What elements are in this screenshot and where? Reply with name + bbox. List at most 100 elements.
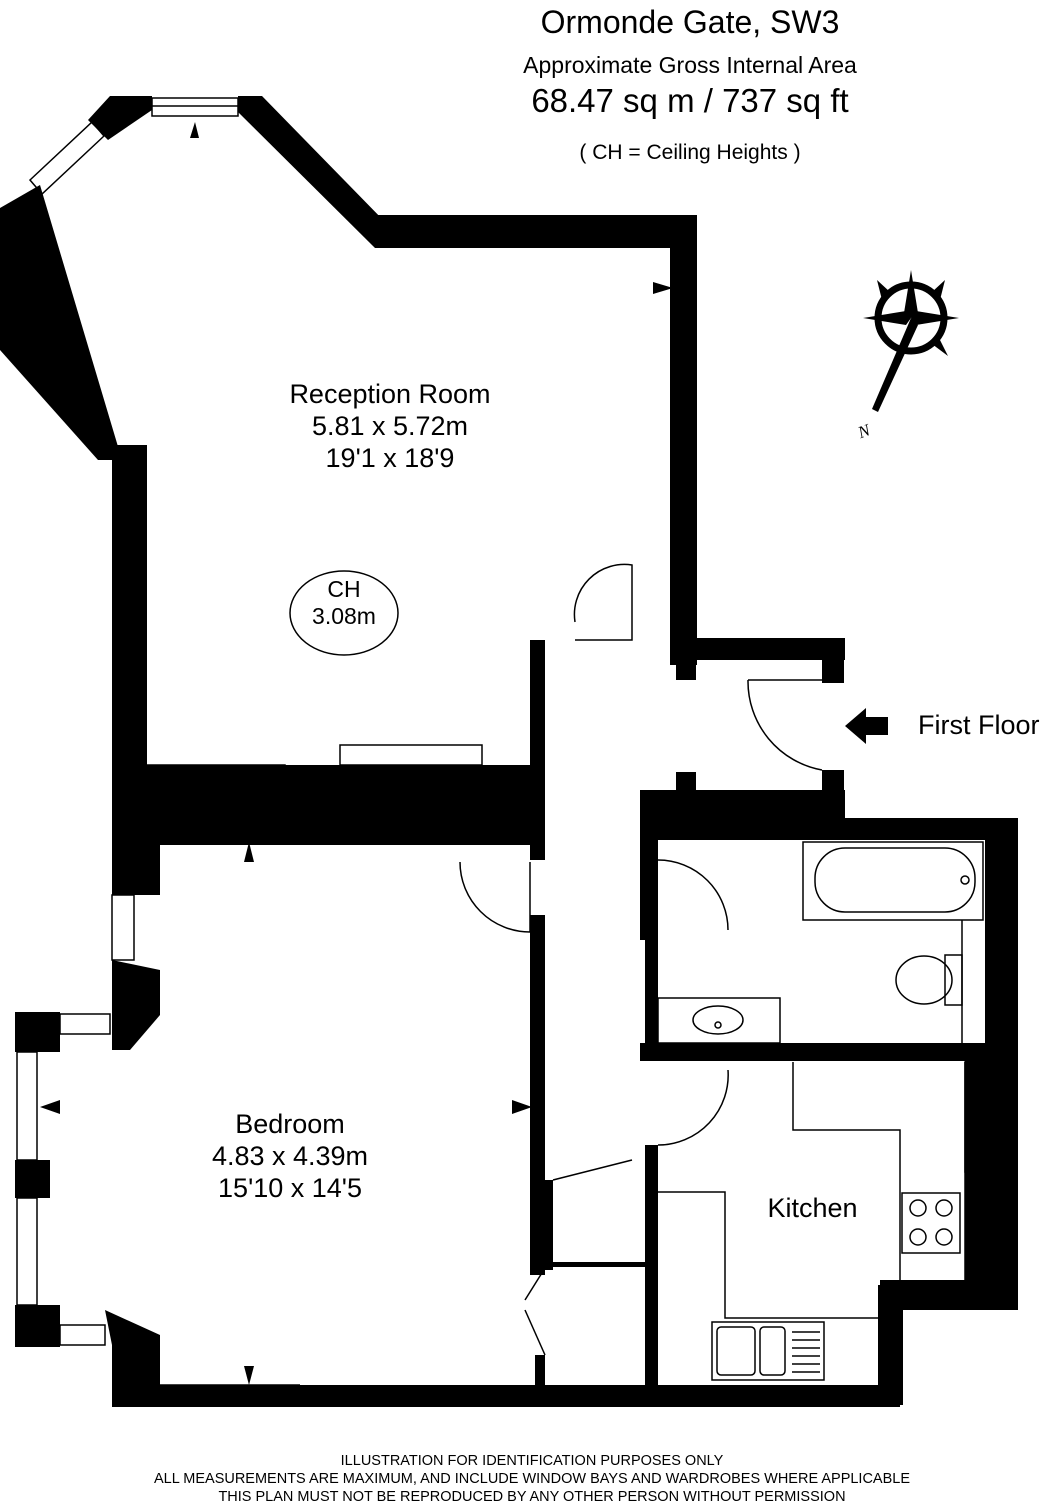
kitchen-door-swing [657, 1069, 729, 1146]
toilet-bowl [895, 955, 953, 1005]
ceiling-height-value: 3.08m [312, 603, 376, 629]
bedroom-door-swing [459, 861, 531, 933]
reception-room-imperial: 19'1 x 18'9 [325, 443, 455, 473]
cupboard-north-wall [545, 1262, 645, 1267]
reception-window-side [119, 619, 146, 701]
bedroom-label: Bedroom 4.83 x 4.39m 15'10 x 14'5 [140, 1108, 440, 1204]
bedroom-bay-window-lower [16, 1197, 38, 1306]
hob-ring-2 [935, 1199, 953, 1217]
window-arrow-west [25, 282, 45, 294]
bedroom-imperial: 15'10 x 14'5 [218, 1173, 362, 1203]
sink-bowl-right [759, 1326, 786, 1376]
kitchen-southeast-wall [878, 1285, 903, 1405]
sink-bowl-left [716, 1326, 756, 1376]
bedroom-name: Bedroom [235, 1109, 345, 1139]
reception-bay-wall-northwest [0, 185, 122, 460]
entrance-south-return [822, 770, 844, 820]
bedroom-bay-wall-mid [15, 1160, 50, 1198]
entrance-arrow-icon [845, 708, 888, 744]
reception-bay-wall-north [88, 96, 152, 140]
kitchen-name: Kitchen [767, 1193, 858, 1223]
entrance-jamb-south [676, 772, 696, 802]
bathroom-north-wall [640, 818, 1018, 840]
reception-window-northwest [28, 120, 106, 196]
sink-unit [711, 1321, 825, 1381]
kitchen-west-wall [645, 1145, 658, 1405]
window-arrow-bedroom-north [244, 842, 254, 862]
entrance-north-wall [670, 638, 845, 660]
bath [802, 841, 984, 921]
kitchen-worktop-rear [792, 1062, 966, 1286]
bathroom-west-wall [645, 930, 658, 1060]
entrance-door-swing [747, 679, 823, 771]
bedroom-bay-window-north [59, 1013, 111, 1035]
window-arrow-bedroom-south [244, 1366, 254, 1385]
cupboard-door [552, 1159, 633, 1181]
kitchen-east-wall [880, 1058, 1018, 1310]
wardrobe-divider-wall [535, 1355, 545, 1405]
core-west-wall [640, 840, 658, 940]
ceiling-height-label: CH 3.08m [290, 576, 398, 630]
kitchen-label: Kitchen [740, 1192, 885, 1224]
entrance-label: First Floor [918, 710, 1040, 740]
entrance-north-return [822, 638, 844, 683]
bath-inner [814, 847, 976, 913]
ceiling-height-note: ( CH = Ceiling Heights ) [579, 141, 801, 164]
window-arrow-east [653, 282, 673, 294]
window-arrow-north [190, 122, 199, 138]
bedroom-southwest-wall [105, 1310, 160, 1405]
reception-fireplace [339, 744, 483, 766]
fridge [964, 1061, 996, 1173]
reception-room-metric: 5.81 x 5.72m [311, 411, 469, 441]
property-address: Ormonde Gate, SW3 [540, 4, 840, 40]
window-arrows [25, 122, 888, 1385]
bedroom-bay-wall-north [15, 1012, 60, 1052]
interior-outlines [1, 97, 996, 1386]
basin-tap [714, 1021, 722, 1029]
disclaimer-line-3: THIS PLAN MUST NOT BE REPRODUCED BY ANY … [218, 1489, 846, 1505]
entrance-jamb-north [676, 655, 696, 680]
reception-north-wall [375, 215, 697, 248]
bedroom-metric: 4.83 x 4.39m [211, 1141, 369, 1171]
bedroom-west-wall-pier [112, 960, 160, 1050]
bathroom-door-swing [657, 859, 729, 931]
entrance-south-wall [640, 790, 845, 820]
disclaimer: ILLUSTRATION FOR IDENTIFICATION PURPOSES… [0, 1452, 1064, 1506]
cupboard-west-wall [545, 1180, 553, 1270]
disclaimer-line-1: ILLUSTRATION FOR IDENTIFICATION PURPOSES… [340, 1453, 724, 1469]
disclaimer-line-2: ALL MEASUREMENTS ARE MAXIMUM, AND INCLUD… [153, 1471, 911, 1487]
reception-window-south [146, 764, 286, 788]
sink-drainer [792, 1331, 820, 1373]
bathroom-kitchen-divider-wall [640, 1043, 1018, 1061]
reception-window-west [1, 244, 23, 331]
hob-ring-4 [935, 1228, 953, 1246]
window-arrow-south [190, 770, 199, 787]
window-arrow-bedroom-east [512, 1100, 532, 1114]
reception-room-label: Reception Room 5.81 x 5.72m 19'1 x 18'9 [240, 378, 540, 474]
kitchen-worktop-front [658, 1191, 878, 1319]
vanity-unit [657, 997, 781, 1044]
reception-door-swing [573, 563, 633, 641]
window-arrow-bedroom-west [40, 1100, 60, 1114]
walls [0, 96, 1018, 1407]
ceiling-height-code: CH [327, 576, 361, 602]
area-label: Approximate Gross Internal Area [523, 52, 857, 78]
bedroom-window-west [111, 894, 135, 961]
hob [901, 1192, 961, 1254]
corridor-window [532, 659, 544, 746]
reception-east-wall [670, 215, 697, 665]
hob-ring-3 [909, 1228, 927, 1246]
bedroom-south-wall [112, 1385, 900, 1407]
reception-window-north [151, 97, 239, 117]
bedroom-bay-window-south [59, 1324, 106, 1346]
compass-label: N [854, 420, 874, 443]
reception-bay-wall-northeast [238, 96, 385, 248]
hob-ring-1 [909, 1199, 927, 1217]
bathroom-east-wall [985, 818, 1018, 1058]
reception-room-name: Reception Room [289, 379, 491, 409]
area-value: 68.47 sq m / 737 sq ft [531, 82, 849, 119]
bath-drain [960, 875, 970, 885]
reception-bedroom-divider-wall [112, 765, 542, 845]
bedroom-west-wall-upper [112, 840, 160, 895]
